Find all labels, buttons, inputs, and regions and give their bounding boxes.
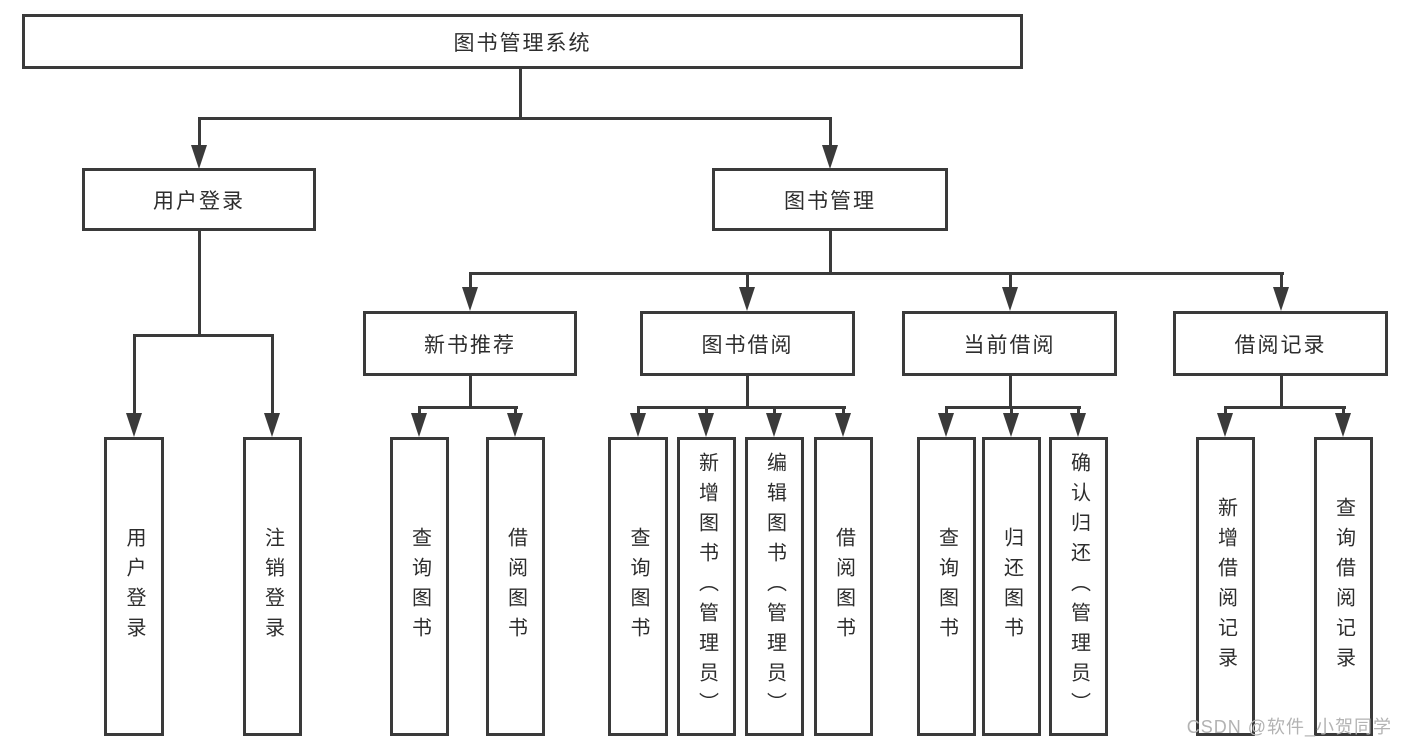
node-book-management-branch-label: 图书管理 [784, 189, 876, 213]
leaf-borrow-books-recommend: 借阅图书 [486, 437, 545, 736]
arrowhead-down-icon [1002, 287, 1018, 311]
connector-vline [842, 406, 845, 416]
leaf-return-books-label: 归还图书 [1000, 526, 1023, 647]
leaf-query-books-recommend: 查询图书 [390, 437, 449, 736]
arrowhead-down-icon [739, 287, 755, 311]
leaf-edit-books-admin-label: 编辑图书（管理员） [763, 451, 786, 722]
leaf-logout: 注销登录 [243, 437, 302, 736]
arrowhead-down-icon [126, 413, 142, 437]
connector-vline [945, 406, 948, 416]
arrowhead-down-icon [411, 413, 427, 437]
arrowhead-down-icon [1217, 413, 1233, 437]
connector-vline [1077, 406, 1080, 416]
leaf-borrow-books-label: 借阅图书 [832, 526, 855, 647]
connector-vline [519, 69, 522, 120]
arrowhead-down-icon [1003, 413, 1019, 437]
arrowhead-down-icon [264, 413, 280, 437]
leaf-query-books-borrowing: 查询图书 [608, 437, 668, 736]
connector-vline [746, 374, 749, 409]
leaf-edit-books-admin: 编辑图书（管理员） [745, 437, 804, 736]
leaf-confirm-return-admin-label: 确认归还（管理员） [1067, 451, 1090, 722]
node-book-management-branch: 图书管理 [712, 168, 948, 231]
node-new-book-recommend: 新书推荐 [363, 311, 577, 376]
leaf-user-login: 用户登录 [104, 437, 164, 736]
connector-vline [829, 117, 832, 149]
node-user-login-branch: 用户登录 [82, 168, 316, 231]
connector-vline [133, 334, 136, 416]
leaf-add-borrow-record-label: 新增借阅记录 [1214, 496, 1237, 677]
connector-vline [469, 272, 472, 290]
leaf-borrow-books: 借阅图书 [814, 437, 873, 736]
connector-vline [1009, 272, 1012, 290]
node-book-borrowing-label: 图书借阅 [701, 333, 794, 357]
connector-vline [418, 406, 421, 416]
connector-hline [198, 117, 832, 120]
connector-vline [1280, 374, 1283, 409]
connector-vline [198, 229, 201, 336]
leaf-query-books-borrowing-label: 查询图书 [627, 526, 649, 647]
connector-vline [829, 229, 832, 275]
connector-hline [1224, 406, 1346, 409]
connector-vline [1009, 374, 1012, 409]
leaf-user-login-label: 用户登录 [123, 526, 145, 647]
node-current-borrowing-label: 当前借阅 [963, 333, 1056, 357]
arrowhead-down-icon [698, 413, 714, 437]
node-library-management-system-label: 图书管理系统 [453, 31, 592, 55]
leaf-query-borrow-record: 查询借阅记录 [1314, 437, 1373, 736]
node-book-borrowing: 图书借阅 [640, 311, 855, 376]
arrowhead-down-icon [1273, 287, 1289, 311]
leaf-query-borrow-record-label: 查询借阅记录 [1332, 496, 1355, 677]
connector-hline [945, 406, 1081, 409]
arrowhead-down-icon [766, 413, 782, 437]
connector-vline [198, 117, 201, 149]
connector-hline [469, 272, 1284, 275]
node-borrowing-records-label: 借阅记录 [1234, 333, 1327, 357]
connector-vline [469, 374, 472, 409]
connector-vline [1010, 406, 1013, 416]
leaf-borrow-books-recommend-label: 借阅图书 [504, 526, 527, 647]
arrowhead-down-icon [462, 287, 478, 311]
connector-hline [133, 334, 274, 337]
leaf-query-books-current-label: 查询图书 [935, 526, 958, 647]
leaf-add-borrow-record: 新增借阅记录 [1196, 437, 1255, 736]
leaf-add-books-admin: 新增图书（管理员） [677, 437, 736, 736]
leaf-query-books-current: 查询图书 [917, 437, 976, 736]
leaf-add-books-admin-label: 新增图书（管理员） [695, 451, 718, 722]
connector-vline [514, 406, 517, 416]
connector-vline [773, 406, 776, 416]
arrowhead-down-icon [1335, 413, 1351, 437]
connector-vline [1342, 406, 1345, 416]
arrowhead-down-icon [1070, 413, 1086, 437]
arrowhead-down-icon [822, 145, 838, 169]
leaf-logout-label: 注销登录 [261, 526, 284, 647]
arrowhead-down-icon [835, 413, 851, 437]
leaf-return-books: 归还图书 [982, 437, 1041, 736]
arrowhead-down-icon [507, 413, 523, 437]
arrowhead-down-icon [630, 413, 646, 437]
arrowhead-down-icon [191, 145, 207, 169]
connector-vline [637, 406, 640, 416]
node-new-book-recommend-label: 新书推荐 [424, 333, 516, 357]
leaf-confirm-return-admin: 确认归还（管理员） [1049, 437, 1108, 736]
arrowhead-down-icon [938, 413, 954, 437]
connector-vline [746, 272, 749, 290]
node-borrowing-records: 借阅记录 [1173, 311, 1388, 376]
connector-vline [271, 334, 274, 416]
connector-hline [418, 406, 518, 409]
connector-hline [637, 406, 846, 409]
connector-vline [705, 406, 708, 416]
leaf-query-books-recommend-label: 查询图书 [408, 526, 431, 647]
csdn-watermark: CSDN @软件_小贺同学 [1186, 717, 1392, 737]
node-current-borrowing: 当前借阅 [902, 311, 1117, 376]
node-user-login-branch-label: 用户登录 [153, 189, 245, 213]
connector-vline [1224, 406, 1227, 416]
connector-vline [1280, 272, 1283, 290]
node-library-management-system: 图书管理系统 [22, 14, 1023, 69]
